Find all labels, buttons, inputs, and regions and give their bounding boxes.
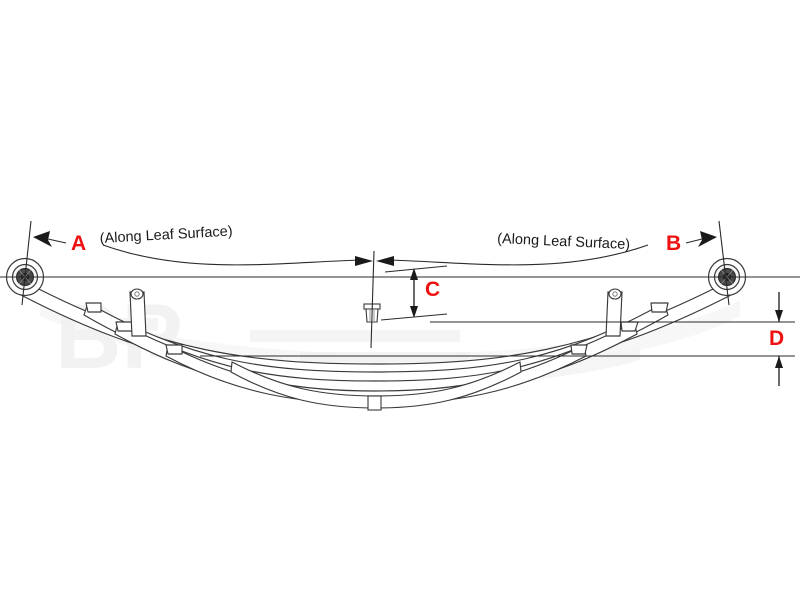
dimension-c: C bbox=[380, 265, 448, 321]
left-clip-pin bbox=[134, 291, 140, 297]
leaf-tip-step-left-1 bbox=[85, 302, 102, 313]
left-leaf-clip bbox=[129, 288, 147, 337]
dimension-b-note: (Along Leaf Surface) bbox=[497, 231, 631, 253]
dimension-a-leader bbox=[47, 238, 67, 244]
dimension-a-note: (Along Leaf Surface) bbox=[99, 224, 233, 247]
dimension-label-b: B bbox=[666, 232, 681, 255]
leaf-5-bottom bbox=[230, 361, 522, 409]
dimension-a-arrowhead-center bbox=[355, 256, 373, 266]
leaf-tip-step-right-1 bbox=[650, 302, 669, 313]
dimension-label-d: D bbox=[769, 327, 784, 350]
leaf-stack bbox=[20, 282, 732, 409]
dimension-b-arrowhead-center bbox=[376, 256, 394, 266]
leaf-tip-step-right-2 bbox=[620, 321, 639, 332]
dimension-b: B (Along Leaf Surface) bbox=[376, 231, 717, 266]
dimension-label-a: A bbox=[71, 232, 86, 255]
dimension-d-arrowhead-up bbox=[775, 356, 783, 368]
dimension-c-arrowhead-down bbox=[410, 306, 418, 318]
dimension-d: D bbox=[200, 292, 795, 386]
dimension-a-arrowhead bbox=[33, 231, 52, 247]
extension-lines bbox=[21, 220, 730, 349]
ext-line-right-eye bbox=[718, 220, 730, 306]
leaf-tip-step-left-3 bbox=[165, 344, 183, 355]
dimension-a-arc-line bbox=[102, 244, 365, 266]
right-clip-pin bbox=[612, 291, 618, 297]
dimension-c-upper-witness bbox=[384, 265, 448, 273]
dimension-label-c: C bbox=[425, 278, 440, 301]
leaf-tip-step-right-3 bbox=[570, 344, 588, 355]
watermark-shape-2 bbox=[250, 330, 460, 342]
leaf-tip-step-left-2 bbox=[115, 321, 133, 332]
dimension-b-arrowhead bbox=[698, 231, 717, 247]
center-bolt-nut bbox=[367, 395, 382, 411]
dimension-a: A (Along Leaf Surface) bbox=[33, 224, 373, 266]
ext-line-center-bolt bbox=[370, 250, 375, 349]
dimension-d-arrowhead-down bbox=[775, 310, 783, 322]
ext-line-left-eye bbox=[21, 220, 32, 306]
right-leaf-clip bbox=[605, 288, 623, 337]
dimension-b-arc-line bbox=[385, 244, 649, 266]
dimension-c-arrowhead-up bbox=[410, 268, 418, 280]
dimension-b-leader bbox=[685, 238, 703, 244]
